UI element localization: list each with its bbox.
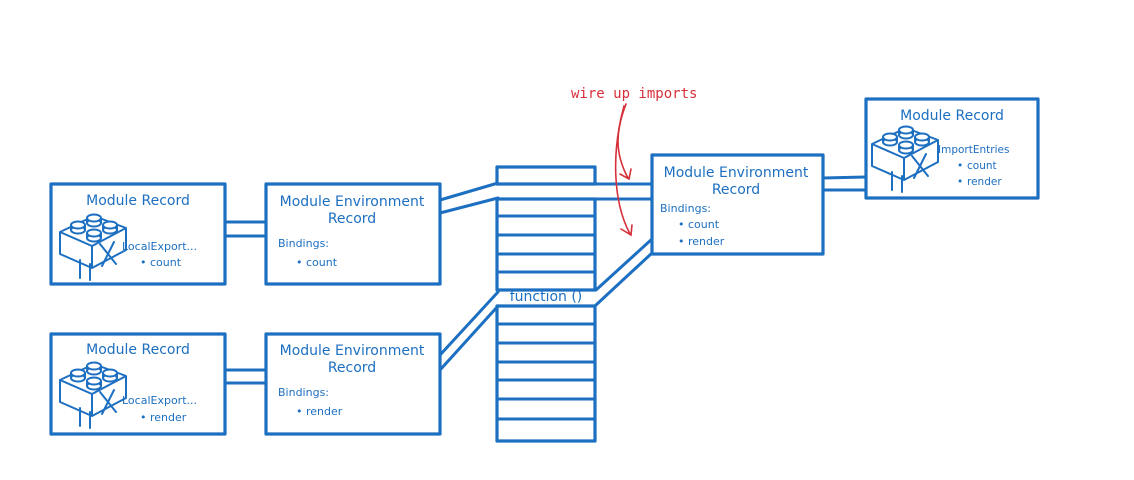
export-item-bullet: • <box>140 256 147 269</box>
annotation-arrow-1 <box>617 103 629 179</box>
memory-dividers-upper <box>495 214 597 274</box>
binding-item: count <box>306 256 338 269</box>
binding-item: count <box>688 218 720 231</box>
memory-block-lower <box>495 304 597 443</box>
module-record-2: Module Record LocalExport... • render <box>49 332 227 436</box>
connector-env3-to-record3-top <box>821 175 868 180</box>
binding-bullet: • <box>296 405 303 418</box>
environment-record-3: Module Environment Record Bindings: • co… <box>650 153 825 256</box>
environment-record-title: Module Environment <box>280 343 425 359</box>
environment-record-title: Module Environment <box>280 194 425 210</box>
function-label: function () <box>510 289 583 305</box>
connector-memory-function-to-env3-top <box>594 237 654 292</box>
environment-record-title-2: Record <box>328 211 376 227</box>
binding-bullet: • <box>678 218 685 231</box>
import-item: render <box>967 176 1002 188</box>
connector-env2-to-memory-top <box>438 290 500 357</box>
annotation-arrow-2 <box>614 105 631 235</box>
import-item-bullet: • <box>957 176 963 188</box>
import-item: count <box>967 160 997 172</box>
binding-bullet: • <box>678 235 685 248</box>
binding-bullet: • <box>296 256 303 269</box>
connectors <box>223 175 868 385</box>
environment-record-box <box>264 182 442 286</box>
environment-record-box <box>650 153 825 256</box>
wire-up-imports-annotation: wire up imports <box>571 86 697 237</box>
connector-env2-to-memory-bottom <box>438 304 500 372</box>
environment-record-1: Module Environment Record Bindings: • co… <box>264 182 442 286</box>
annotation-arrowhead-1 <box>619 168 632 181</box>
annotation-arrowhead-2 <box>620 224 633 237</box>
import-item-bullet: • <box>957 160 963 172</box>
export-item: count <box>150 256 182 269</box>
module-record-title: Module Record <box>86 342 190 358</box>
bindings-label: Bindings: <box>660 202 711 215</box>
module-record-title: Module Record <box>86 193 190 209</box>
bindings-label: Bindings: <box>278 237 329 250</box>
binding-item: render <box>688 235 725 248</box>
connector-env1-to-memory-top <box>438 181 500 202</box>
local-export-label: LocalExport... <box>122 394 197 407</box>
export-item: render <box>150 411 187 424</box>
connector-env1-to-memory-bottom <box>438 196 500 215</box>
module-record-1: Module Record LocalExport... • count <box>49 182 227 286</box>
annotation-text: wire up imports <box>571 86 697 102</box>
module-record-title: Module Record <box>900 108 1004 124</box>
environment-record-title-2: Record <box>328 360 376 376</box>
binding-item: render <box>306 405 343 418</box>
connector-memory-function-to-env3-bottom <box>594 251 654 307</box>
environment-record-2: Module Environment Record Bindings: • re… <box>264 332 442 436</box>
local-export-label: LocalExport... <box>122 240 197 253</box>
memory-column: function () <box>495 165 597 443</box>
import-entries-label: ImportEntries <box>938 144 1009 156</box>
module-record-3: Module Record ImportEntries • count • re… <box>864 97 1040 200</box>
environment-record-box <box>264 332 442 436</box>
export-item-bullet: • <box>140 411 147 424</box>
memory-slot <box>495 165 597 186</box>
bindings-label: Bindings: <box>278 386 329 399</box>
environment-record-title-2: Record <box>712 182 760 198</box>
environment-record-title: Module Environment <box>664 165 809 181</box>
memory-dividers-lower <box>495 322 597 421</box>
memory-block-upper <box>495 197 597 292</box>
